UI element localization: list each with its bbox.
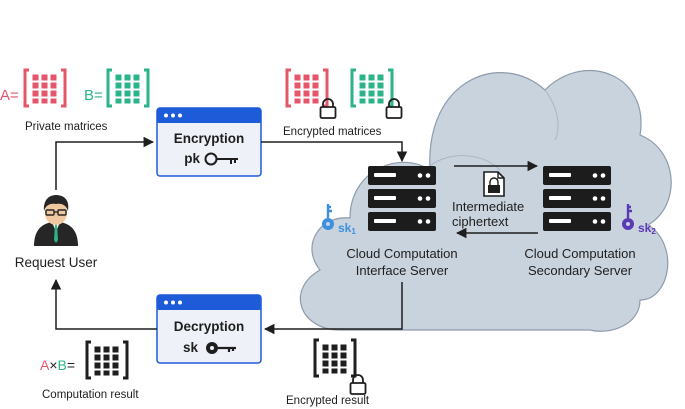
- result-matrix-icon: [85, 340, 129, 380]
- interface-server-label: Cloud Computation: [346, 246, 457, 261]
- user-icon: [34, 195, 78, 246]
- lock-icon: [349, 374, 367, 395]
- computation-result-label: Computation result: [42, 389, 139, 401]
- matrix-a-symbol: A=: [0, 87, 19, 104]
- encrypted-matrix-a-icon: [285, 68, 329, 108]
- decryption-title: Decryption: [174, 319, 245, 334]
- interface-server-label-line2: Interface Server: [356, 263, 449, 278]
- key-icon: [206, 342, 236, 354]
- document-lock-icon: [483, 171, 505, 197]
- decryption-box: Decryption sk: [156, 294, 262, 364]
- sk1-label: sk1: [338, 221, 356, 236]
- matrix-a-icon: [23, 68, 67, 108]
- key-icon: [622, 204, 634, 230]
- secondary-server-label: Cloud Computation: [524, 246, 635, 261]
- intermediate-label-line2: ciphertext: [452, 214, 509, 229]
- encryption-key-label: pk: [184, 151, 200, 166]
- arrow-user-to-encryption: [55, 136, 155, 190]
- matrix-b-symbol: B=: [84, 87, 103, 104]
- sk2-label: sk2: [638, 221, 656, 236]
- secondary-server-label-line2: Secondary Server: [528, 263, 633, 278]
- matrix-b-icon: [106, 68, 150, 108]
- flow-arrows: [50, 136, 539, 335]
- key-icon: [322, 204, 334, 230]
- server-icon: [543, 166, 611, 231]
- server-icon: [368, 166, 436, 231]
- key-icon: [204, 152, 238, 166]
- encryption-title: Encryption: [174, 131, 245, 146]
- request-user-label: Request User: [15, 255, 98, 270]
- result-formula: A×B=: [40, 357, 75, 373]
- encryption-box: Encryption pk: [156, 107, 262, 177]
- encrypted-matrix-b-icon: [350, 68, 394, 108]
- intermediate-label: Intermediate: [452, 199, 524, 214]
- arrow-server-to-decryption: [263, 282, 403, 335]
- arrow-encryption-to-server: [261, 141, 408, 163]
- private-matrices-label: Private matrices: [25, 121, 108, 133]
- arrow-decryption-to-user: [50, 278, 157, 330]
- lock-icon: [385, 98, 403, 119]
- encrypted-result-label: Encrypted result: [286, 395, 370, 407]
- decryption-key-label: sk: [183, 340, 199, 355]
- encrypted-result-matrix-icon: [313, 338, 357, 378]
- encrypted-matrices-label: Encrypted matrices: [283, 126, 382, 138]
